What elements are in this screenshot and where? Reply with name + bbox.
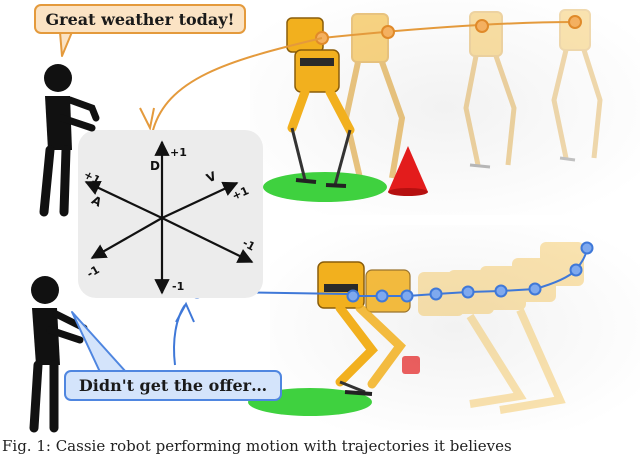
trajectory-top-link bbox=[151, 37, 323, 135]
a-axis-negative bbox=[161, 217, 254, 263]
d-pos-label: +1 bbox=[170, 146, 187, 159]
d-axis-label: D bbox=[150, 159, 160, 173]
trajectory-point bbox=[568, 15, 582, 29]
cone-base bbox=[388, 188, 428, 196]
v-axis-positive bbox=[161, 181, 239, 219]
top-bubble-tail bbox=[59, 31, 73, 57]
d-neg-label: -1 bbox=[172, 280, 184, 293]
v-axis-negative bbox=[90, 217, 163, 259]
bottom-arrowhead-icon bbox=[175, 301, 195, 323]
ground-target-top bbox=[263, 172, 387, 202]
trajectory-point bbox=[475, 19, 489, 33]
robot-ghost-far bbox=[551, 9, 603, 162]
v-pos-label: +1 bbox=[230, 184, 251, 203]
v-neg-label: -1 bbox=[85, 263, 102, 280]
trajectory-bottom-points bbox=[346, 241, 594, 303]
figure-caption: Fig. 1: Cassie robot performing motion w… bbox=[2, 437, 512, 455]
emotion-axes bbox=[84, 140, 254, 295]
speech-bubble-top: Great weather today! bbox=[34, 4, 246, 34]
trajectory-point bbox=[381, 25, 395, 39]
top-arrowhead-icon bbox=[139, 107, 155, 132]
speech-bubble-bottom: Didn't get the offer… bbox=[64, 370, 282, 401]
person-bottom-icon bbox=[29, 276, 88, 433]
a-axis-positive bbox=[84, 180, 163, 219]
cone-icon bbox=[388, 146, 428, 192]
trajectory-bottom-path bbox=[353, 247, 588, 297]
trajectory-top-path bbox=[321, 21, 576, 39]
trajectory-top-points bbox=[315, 15, 582, 45]
a-neg-label: -1 bbox=[240, 236, 257, 253]
person-top-icon bbox=[39, 64, 100, 217]
